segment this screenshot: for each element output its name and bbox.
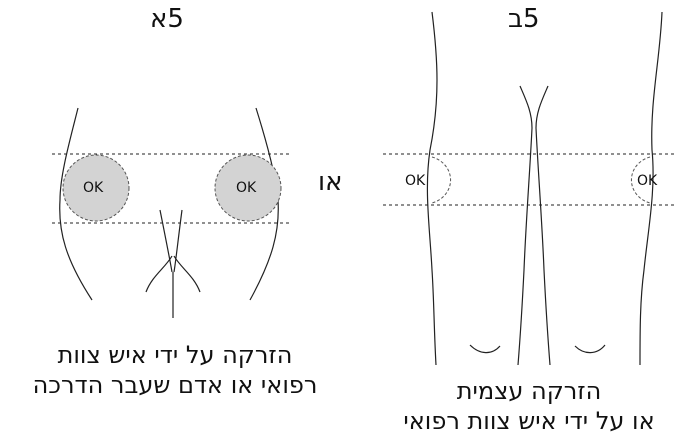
panel-b-injection-site-left: [432, 157, 451, 203]
panel-b-right-knee: [575, 345, 605, 353]
panel-a-caption-line1: הזרקה על ידי איש צוות: [0, 340, 350, 370]
panel-a-marker-right-label: OK: [236, 180, 256, 196]
panel-b-right-inner-thigh: [536, 86, 550, 365]
panel-b-caption-line1: הזרקה עצמית: [382, 376, 676, 406]
panel-a-caption: הזרקה על ידי איש צוות רפואי או אדם שעבר …: [0, 340, 350, 400]
panel-b-left-knee: [470, 345, 500, 353]
panel-a-right-buttock-curve: [174, 210, 182, 272]
panel-b-title: 5ב: [508, 4, 540, 34]
panel-a-left-buttock-curve: [160, 210, 172, 272]
or-label: או: [318, 167, 342, 197]
panel-b-marker-left-label: OK: [405, 173, 425, 189]
panel-a-lower-fold-right: [174, 256, 200, 292]
panel-a-lower-fold-left: [146, 256, 172, 292]
panel-a-caption-line2: רפואי או אדם שעבר הדרכה: [0, 370, 350, 400]
panel-b-left-outer-thigh: [427, 12, 437, 365]
panel-a-marker-left-label: OK: [83, 180, 103, 196]
panel-b-caption: הזרקה עצמית או על ידי איש צוות רפואי: [382, 376, 676, 436]
panel-b-left-inner-thigh: [518, 86, 532, 365]
panel-b-drawing: [427, 12, 662, 365]
panel-a-title: 5א: [150, 4, 184, 34]
panel-b-caption-line2: או על ידי איש צוות רפואי: [382, 406, 676, 436]
panel-b-marker-right-label: OK: [637, 173, 657, 189]
